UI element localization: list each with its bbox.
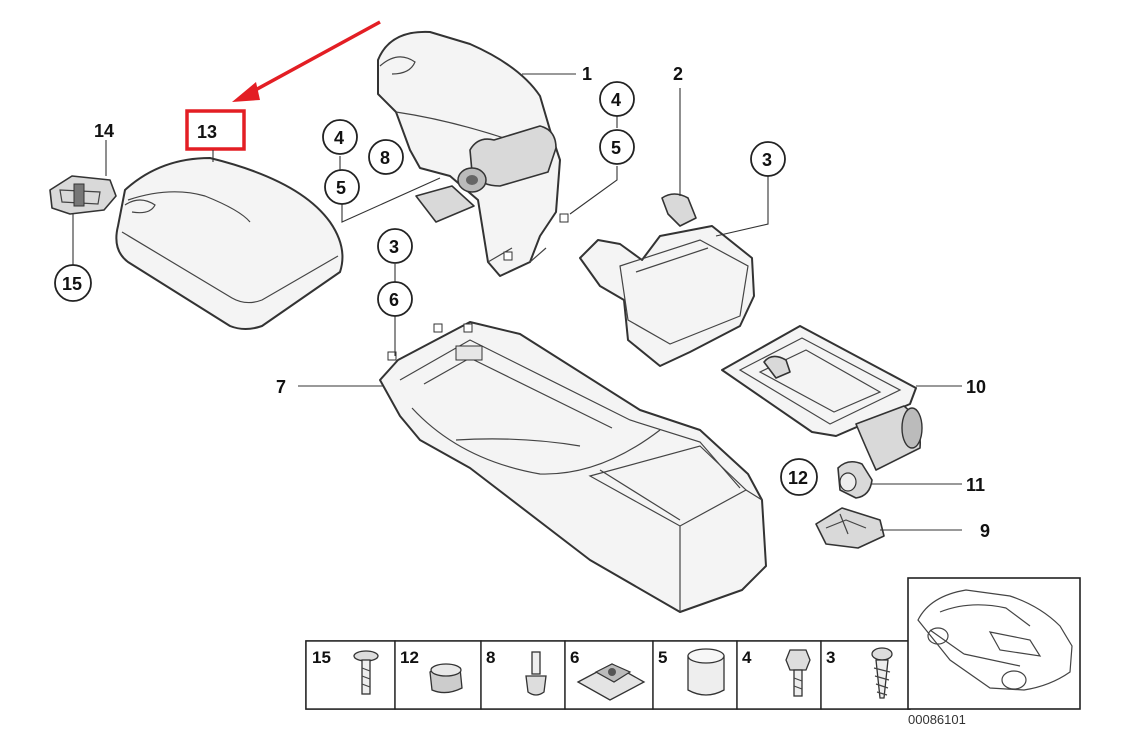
clip-nut-icon — [576, 663, 646, 701]
plug-icon — [429, 663, 463, 694]
svg-text:6: 6 — [570, 648, 579, 667]
callout-11[interactable]: 11 — [966, 475, 985, 495]
svg-text:15: 15 — [62, 274, 82, 294]
callout-9[interactable]: 9 — [980, 521, 990, 541]
hex-bolt-icon — [785, 649, 811, 697]
callout-5-b[interactable]: 5 — [324, 169, 360, 205]
circled-callouts: 4 5 3 4 8 5 3 6 — [54, 81, 818, 496]
part-1-armrest-base[interactable] — [377, 30, 569, 277]
svg-text:4: 4 — [742, 648, 752, 667]
leader-lines — [72, 73, 962, 531]
part-7-center-console[interactable] — [379, 321, 767, 613]
svg-text:4: 4 — [334, 128, 344, 148]
part-13-armrest-cover[interactable] — [115, 157, 344, 330]
image-code: 00086101 — [908, 712, 966, 727]
legend-cell-5[interactable]: 5 — [652, 640, 738, 710]
legend-cell-15[interactable]: 15 — [305, 640, 396, 710]
part-10-tray-insert[interactable] — [721, 325, 917, 437]
svg-text:8: 8 — [380, 148, 390, 168]
bolt-icon — [353, 650, 379, 695]
legend-cell-6[interactable]: 6 — [564, 640, 654, 710]
part-11-roller[interactable] — [855, 405, 923, 471]
svg-text:5: 5 — [336, 178, 346, 198]
part-2-storage-box[interactable] — [579, 193, 755, 367]
svg-text:3: 3 — [762, 150, 772, 170]
callout-7[interactable]: 7 — [276, 377, 286, 397]
screw-icon — [871, 647, 893, 699]
svg-text:3: 3 — [389, 237, 399, 257]
fastener-legend: 15 12 8 6 — [305, 640, 911, 710]
svg-text:15: 15 — [312, 648, 331, 667]
svg-text:12: 12 — [400, 648, 419, 667]
svg-text:6: 6 — [389, 290, 399, 310]
sleeve-icon — [687, 648, 725, 696]
callout-8[interactable]: 8 — [368, 139, 404, 175]
callout-10[interactable]: 10 — [966, 377, 986, 397]
callout-3-b[interactable]: 3 — [377, 228, 413, 264]
part-14-latch[interactable] — [49, 175, 117, 215]
callout-15[interactable]: 15 — [54, 264, 92, 302]
legend-cell-4[interactable]: 4 — [736, 640, 822, 710]
svg-text:12: 12 — [788, 468, 808, 488]
legend-cell-12[interactable]: 12 — [394, 640, 482, 710]
callout-5-a[interactable]: 5 — [599, 129, 635, 165]
svg-text:8: 8 — [486, 648, 495, 667]
pin-icon — [525, 651, 547, 696]
legend-cell-8[interactable]: 8 — [480, 640, 566, 710]
vehicle-thumbnail — [907, 577, 1081, 710]
svg-text:4: 4 — [611, 90, 621, 110]
part-12-end-plug[interactable] — [837, 460, 873, 499]
callout-13[interactable]: 13 — [197, 122, 217, 142]
callout-4-b[interactable]: 4 — [322, 119, 358, 155]
part-9-bracket[interactable] — [815, 507, 885, 549]
svg-text:3: 3 — [826, 648, 835, 667]
svg-text:5: 5 — [611, 138, 621, 158]
callout-14[interactable]: 14 — [94, 121, 114, 141]
callout-labels: 1 2 7 10 11 9 14 13 — [94, 64, 990, 541]
svg-text:5: 5 — [658, 648, 667, 667]
callout-4-a[interactable]: 4 — [599, 81, 635, 117]
highlight-box — [185, 109, 246, 151]
callout-3-a[interactable]: 3 — [750, 141, 786, 177]
callout-12[interactable]: 12 — [780, 458, 818, 496]
highlight-arrow — [232, 20, 381, 102]
car-outline-icon — [917, 589, 1073, 691]
callout-1[interactable]: 1 — [582, 64, 592, 84]
legend-cell-3[interactable]: 3 — [820, 640, 911, 710]
callout-2[interactable]: 2 — [673, 64, 683, 84]
callout-6[interactable]: 6 — [377, 281, 413, 317]
